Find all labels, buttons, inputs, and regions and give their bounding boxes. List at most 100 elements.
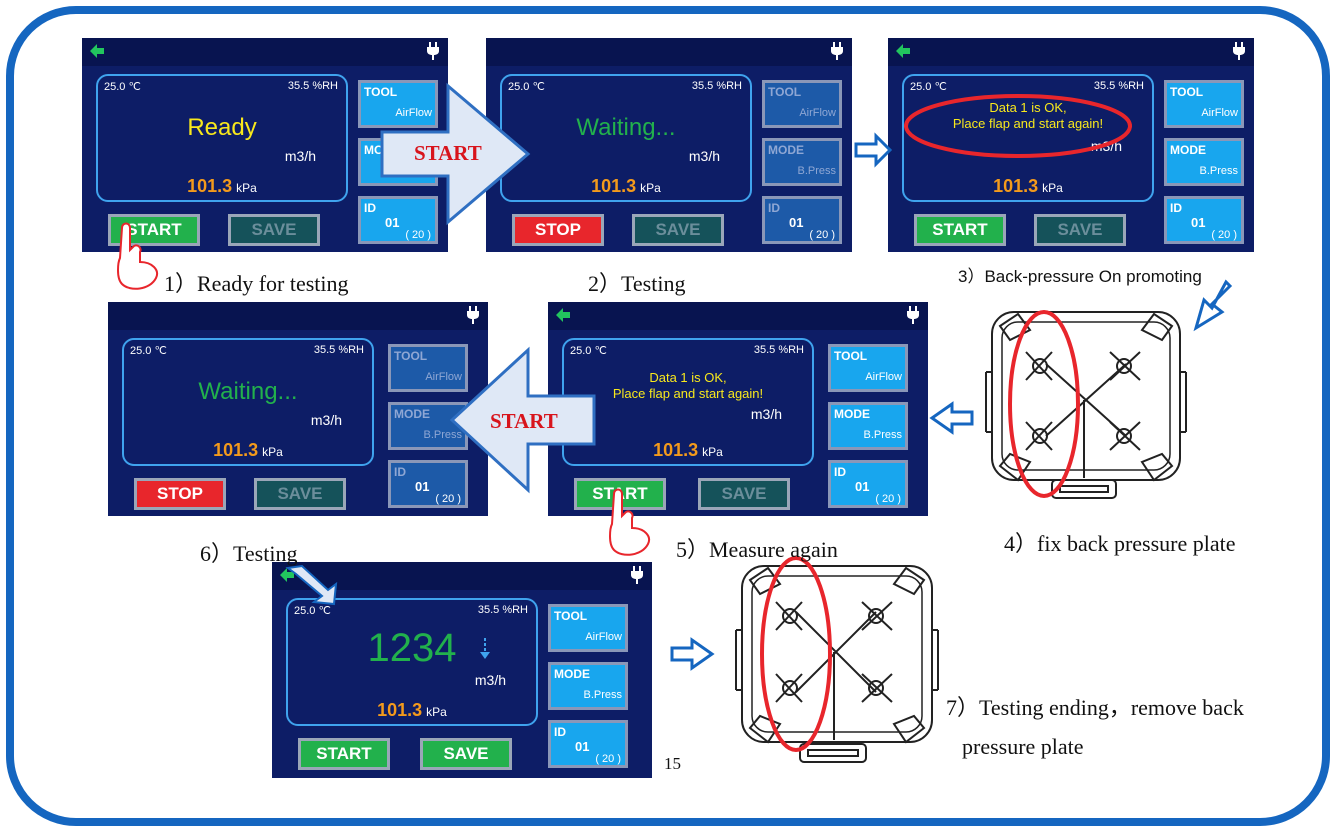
pressure-unit: kPa	[236, 181, 257, 195]
pressure-unit: kPa	[426, 705, 447, 719]
id-title: ID	[768, 201, 780, 215]
tool-value: AirFlow	[395, 107, 432, 119]
back-arrow-icon[interactable]	[554, 306, 572, 324]
id-count: ( 20 )	[875, 493, 901, 505]
tool-value: AirFlow	[585, 631, 622, 643]
back-arrow-icon[interactable]	[278, 566, 296, 584]
prompt-message: Data 1 is OK,Place flap and start again!	[904, 100, 1152, 132]
id-count: ( 20 )	[809, 229, 835, 241]
id-count: ( 20 )	[1211, 229, 1237, 241]
plug-icon	[831, 42, 843, 60]
page-number: 15	[664, 754, 681, 773]
device-highlight-ellipse	[1008, 310, 1080, 498]
tool-value: AirFlow	[799, 107, 836, 119]
plug-icon	[1233, 42, 1245, 60]
temperature-readout: 25.0 ℃	[570, 345, 607, 357]
diagonal-arrow	[1193, 279, 1233, 332]
top-bar	[108, 302, 488, 330]
flow-unit: m3/h	[284, 148, 316, 164]
temperature-readout: 25.0 ℃	[104, 81, 141, 93]
stop-button[interactable]: STOP	[512, 214, 604, 246]
mode-value: B.Press	[583, 689, 622, 701]
temperature-readout: 25.0 ℃	[508, 81, 545, 93]
pointer-arrow-screen7	[285, 564, 338, 606]
result-value: 1234	[367, 626, 457, 670]
flow-unit: m3/h	[310, 412, 342, 428]
start-button[interactable]: START	[914, 214, 1006, 246]
highlight-ellipse	[904, 94, 1132, 158]
plug-icon	[467, 306, 479, 324]
tool-button[interactable]: TOOL AirFlow	[358, 80, 438, 128]
mode-value: B.Press	[797, 165, 836, 177]
down-arrow-icon	[480, 638, 490, 659]
top-bar	[82, 38, 448, 66]
mode-title: MODE	[1170, 143, 1206, 157]
back-arrow-icon[interactable]	[88, 42, 106, 60]
tool-button[interactable]: TOOL AirFlow	[388, 344, 468, 392]
save-button[interactable]: SAVE	[632, 214, 724, 246]
start-arrow-left-label: START	[490, 409, 558, 433]
pressure-value: 101.3	[377, 700, 423, 720]
start-button[interactable]: START	[298, 738, 390, 770]
small-arrow-7	[670, 637, 715, 671]
flow-unit: m3/h	[750, 406, 782, 422]
pressure-unit: kPa	[262, 445, 283, 459]
caption-step6: 6）Testing	[200, 541, 298, 566]
prompt-line-2: Place flap and start again!	[952, 116, 1104, 131]
save-button[interactable]: SAVE	[1034, 214, 1126, 246]
humidity-readout: 35.5 %RH	[691, 80, 742, 92]
screen-step3: 25.0 ℃ 35.5 %RH Data 1 is OK,Place flap …	[888, 38, 1254, 252]
tool-title: TOOL	[394, 349, 428, 363]
caption-step7-line2: pressure plate	[962, 734, 1084, 759]
top-bar	[888, 38, 1254, 66]
caption-step7-line1: 7）Testing ending，remove back	[946, 695, 1244, 720]
id-count: ( 20 )	[595, 753, 621, 765]
tool-title: TOOL	[364, 85, 398, 99]
stop-button[interactable]: STOP	[134, 478, 226, 510]
back-arrow-icon[interactable]	[894, 42, 912, 60]
plug-icon	[427, 42, 439, 60]
id-title: ID	[1170, 201, 1182, 215]
id-button[interactable]: ID 01 ( 20 )	[1164, 196, 1244, 244]
id-title: ID	[554, 725, 566, 739]
id-value: 01	[855, 479, 870, 494]
save-button[interactable]: SAVE	[698, 478, 790, 510]
id-value: 01	[1191, 215, 1206, 230]
save-button[interactable]: SAVE	[228, 214, 320, 246]
annotation-overlay: START START	[117, 82, 1233, 763]
caption-step1: 1）Ready for testing	[164, 271, 349, 296]
tool-value: AirFlow	[865, 371, 902, 383]
pressure-unit: kPa	[640, 181, 661, 195]
flow-unit: m3/h	[474, 672, 506, 688]
tool-value: AirFlow	[425, 371, 462, 383]
prompt-line-1: Data 1 is OK,	[989, 100, 1067, 115]
save-button[interactable]: SAVE	[254, 478, 346, 510]
status-text: Waiting...	[198, 378, 298, 405]
caption-step4: 4）fix back pressure plate	[1004, 531, 1236, 556]
save-button[interactable]: SAVE	[420, 738, 512, 770]
measurement-panel: 25.0 ℃ 35.5 %RH Data 1 is OK,Place flap …	[562, 338, 814, 466]
temperature-readout: 25.0 ℃	[910, 81, 947, 93]
